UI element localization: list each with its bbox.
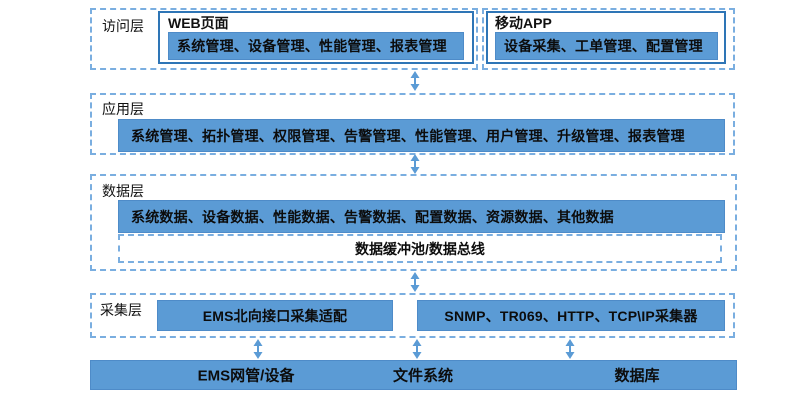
collectors-bar: SNMP、TR069、HTTP、TCP\IP采集器 (417, 300, 725, 331)
application-modules-bar: 系统管理、拓扑管理、权限管理、告警管理、性能管理、用户管理、升级管理、报表管理 (118, 119, 725, 152)
mobile-modules-bar: 设备采集、工单管理、配置管理 (495, 32, 718, 60)
double-arrow-icon (564, 339, 576, 359)
double-arrow-icon (252, 339, 264, 359)
double-arrow-icon (409, 272, 421, 292)
double-arrow-icon (409, 154, 421, 174)
mobile-app-title: 移动APP (495, 15, 552, 31)
ems-device-label: EMS网管/设备 (197, 367, 295, 385)
application-layer-label: 应用层 (102, 101, 144, 117)
data-bus-box: 数据缓冲池/数据总线 (118, 234, 722, 263)
file-system-label: 文件系统 (392, 367, 454, 385)
double-arrow-icon (411, 339, 423, 359)
web-page-title: WEB页面 (168, 15, 229, 31)
double-arrow-icon (409, 71, 421, 91)
data-modules-bar: 系统数据、设备数据、性能数据、告警数据、配置数据、资源数据、其他数据 (118, 200, 725, 233)
database-label: 数据库 (614, 367, 660, 385)
collection-layer-label: 采集层 (100, 302, 142, 318)
resource-bar: EMS网管/设备 文件系统 数据库 (90, 360, 737, 390)
web-modules-bar: 系统管理、设备管理、性能管理、报表管理 (168, 32, 464, 60)
northbound-adapter-bar: EMS北向接口采集适配 (157, 300, 393, 331)
data-layer-label: 数据层 (102, 183, 144, 199)
access-layer-label: 访问层 (102, 18, 144, 34)
